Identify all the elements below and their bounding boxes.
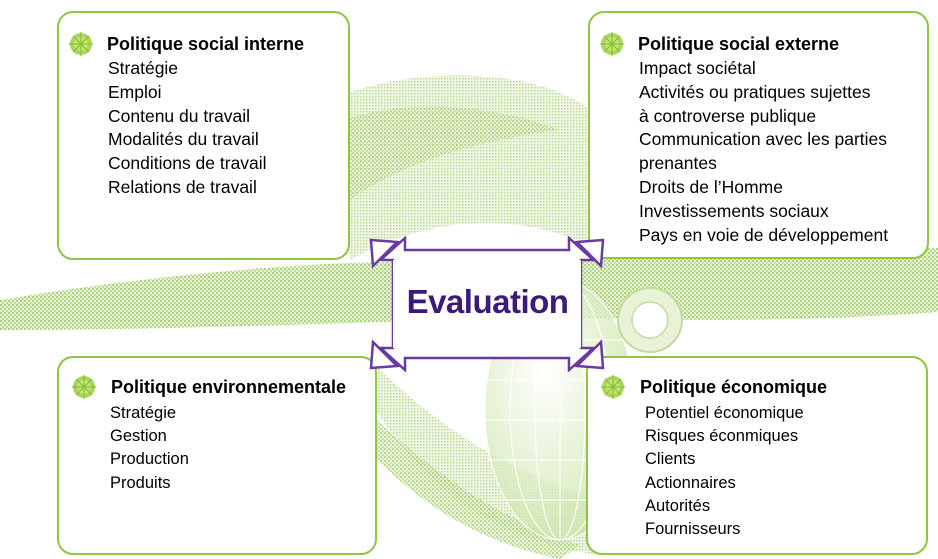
list-item: Droits de l’Homme — [639, 176, 783, 197]
list-item: Gestion — [110, 427, 167, 446]
box-title: Politique économique — [640, 377, 828, 397]
list-item: Contenu du travail — [108, 105, 251, 126]
green-dot-bullet-icon — [601, 375, 625, 399]
green-dot-bullet-icon — [72, 375, 96, 399]
box-politique-social-externe: Politique social externe Impact sociétal… — [588, 11, 929, 259]
center-arrow-frame — [369, 236, 605, 372]
list-item: Risques éconmiques — [645, 427, 799, 446]
list-item: Stratégie — [110, 404, 177, 422]
list-item: Fournisseurs — [645, 520, 741, 539]
list-item: Stratégie — [108, 58, 179, 78]
item-list: Impact sociétal Activités ou pratiques s… — [639, 57, 888, 247]
item-list: Stratégie Gestion Production Produits — [110, 402, 189, 495]
box-title: Politique environnementale — [111, 377, 347, 397]
box-politique-economique: Politique économique Potentiel économiqu… — [586, 356, 928, 555]
list-item: Autorités — [645, 496, 711, 515]
list-item: prenantes — [639, 153, 717, 174]
box-title: Politique social interne — [107, 34, 305, 54]
item-list: Potentiel économique Risques éconmiques … — [645, 402, 804, 541]
box-title: Politique social externe — [638, 34, 840, 54]
list-item: Modalités du travail — [108, 129, 259, 150]
green-dot-bullet-icon — [69, 32, 93, 56]
green-dot-bullet-icon — [600, 32, 624, 56]
box-politique-environnementale: Politique environnementale Stratégie Ges… — [57, 356, 377, 555]
list-item: Communication avec les parties — [639, 129, 888, 150]
list-item: Production — [110, 450, 189, 469]
list-item: Pays en voie de développement — [639, 224, 889, 245]
list-item: Investissements sociaux — [639, 200, 829, 221]
item-list: Stratégie Emploi Contenu du travail Moda… — [108, 57, 267, 200]
list-item: Impact sociétal — [639, 58, 756, 78]
list-item: Conditions de travail — [108, 153, 267, 174]
list-item: Activités ou pratiques sujettes — [639, 81, 871, 102]
list-item: Relations de travail — [108, 176, 257, 197]
list-item: Produits — [110, 473, 171, 492]
list-item: Actionnaires — [645, 473, 736, 492]
list-item: à controverse publique — [639, 105, 817, 126]
center-label: Evaluation — [406, 283, 569, 320]
box-politique-social-interne: Politique social interne Stratégie Emplo… — [57, 11, 350, 260]
list-item: Emploi — [108, 81, 162, 102]
list-item: Potentiel économique — [645, 404, 804, 422]
list-item: Clients — [645, 450, 696, 469]
